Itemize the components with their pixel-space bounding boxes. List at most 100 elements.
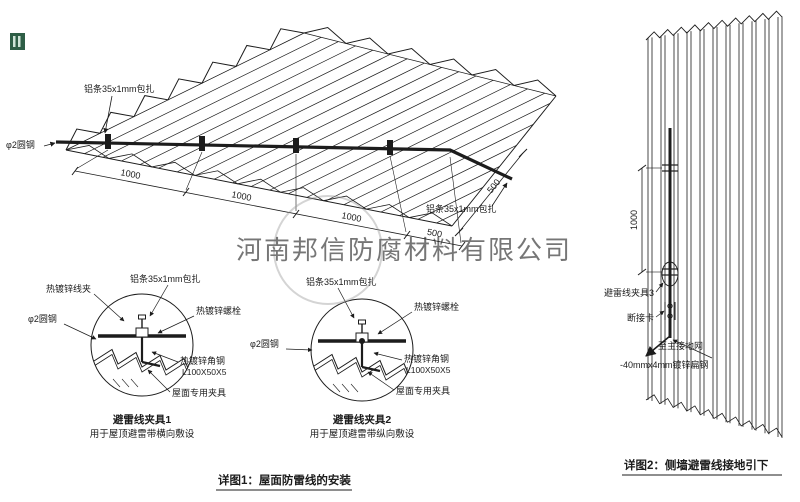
clamp-body [135, 327, 149, 338]
corrugation-ridge-line [335, 57, 556, 222]
roof-isometric-view: 1000 1000 1000 500 500 铝条35x1mm包扎 φ2圆钢 铝… [6, 27, 557, 251]
label-angle-steel: 热镀锌角钢 [404, 353, 449, 364]
dim-tick [518, 148, 528, 158]
stamp-background [10, 33, 25, 50]
wall-top-profile [645, 10, 783, 41]
label-binding: 铝条35x1mm包扎 [130, 273, 201, 284]
dim-extension [185, 151, 203, 191]
dim-tick [637, 268, 647, 276]
label-clamp3: 避雷线夹具3 [604, 287, 654, 298]
dim-baseline [74, 170, 463, 247]
sheet-profile [313, 358, 411, 384]
wire-clamp [387, 140, 393, 155]
corrugation-ridge-line [78, 33, 413, 170]
label-angle-steel: 热镀锌角钢 [180, 355, 225, 366]
roof-left-profile [65, 28, 305, 151]
detail1-usage: 用于屋顶避雷带横向敷设 [90, 428, 195, 440]
label-round-steel-red: φ2圆钢 [28, 313, 57, 324]
leader-line [43, 141, 56, 147]
roof-bottom-edge [65, 149, 453, 227]
fig1-caption: 详图1：屋面防雷线的安装 [218, 473, 351, 487]
hatch-line [112, 378, 121, 388]
roof-right-edge [451, 95, 557, 227]
stamp-mark [13, 36, 16, 47]
label-aluminum-binding-top: 铝条35x1mm包扎 [84, 83, 155, 94]
watermark-company-name: 河南邦信防腐材料有限公司 [236, 235, 572, 265]
corrugation-ridge-line [299, 49, 556, 215]
hatch-line [332, 383, 341, 393]
roof-bottom-profile [65, 144, 453, 227]
detail1-internals [93, 314, 191, 388]
dim-1000-wall: 1000 [629, 210, 639, 230]
label-aluminum-binding-right: 铝条35x1mm包扎 [426, 203, 497, 214]
dim-1000-a: 1000 [120, 167, 142, 181]
leader-line [655, 310, 665, 318]
leader-line [149, 284, 169, 317]
sheet-profile [93, 353, 191, 379]
hatch-line [350, 383, 359, 393]
bolt-head [358, 319, 366, 325]
leader-line [147, 369, 171, 393]
wire-clamp [199, 136, 205, 151]
angle-steel [141, 360, 161, 368]
rod-section-dot [359, 338, 365, 344]
corrugation-ridge-line [317, 53, 556, 218]
dim-extension [389, 155, 407, 233]
label-round-steel: φ2圆钢 [6, 139, 35, 150]
corrugation-ridge-line [280, 46, 556, 211]
leader-line [655, 282, 664, 293]
label-roof-clamp: 屋面专用夹具 [172, 387, 226, 398]
wire-clamp [293, 138, 299, 153]
leader-line [377, 311, 413, 335]
watermark: 河南邦信防腐材料有限公司 [236, 195, 572, 305]
sheet-profile [313, 353, 411, 379]
dim-baseline-right [458, 152, 524, 233]
leader-line [157, 315, 195, 334]
sheet-profile [93, 348, 191, 374]
corrugation-ridge-line [66, 33, 394, 166]
label-binding: 铝条35x1mm包扎 [306, 276, 377, 287]
leader-line [491, 182, 508, 207]
leader-line [672, 339, 713, 359]
dim-extension [75, 149, 109, 170]
label-disconnect: 断接卡 [627, 312, 654, 323]
clamp-callout-ellipse [661, 261, 679, 287]
angle-steel [361, 365, 381, 373]
detail-circle-2: 铝条35x1mm包扎 热镀锌螺栓 φ2圆钢 热镀锌角钢 L100X50X5 屋面… [250, 276, 459, 440]
leader-line [93, 293, 125, 322]
detail2-name: 避雷线夹具2 [332, 413, 391, 426]
wire-clamp [105, 134, 111, 149]
dim-tick [403, 230, 411, 240]
bolt-head [138, 314, 146, 320]
dim-1000-c: 1000 [341, 210, 363, 224]
roof-top-edge [303, 32, 557, 97]
label-wire-clip: 热镀锌线夹 [46, 283, 91, 294]
wall-downlead-view: 1000 避雷线夹具3 断接卡 至主接地网 -40mmx4mm镀锌扁钢 [604, 10, 783, 438]
to-ground-arrow [645, 335, 671, 357]
watermark-seal-circle [273, 195, 383, 305]
disconnect-bolt [667, 313, 673, 319]
disconnect-bolt [667, 303, 673, 309]
wall-sheet-edges [645, 10, 783, 438]
leader-line [151, 351, 179, 363]
detail-circle-outline [90, 293, 194, 397]
label-angle-spec: L100X50X5 [182, 367, 227, 377]
label-angle-spec: L100X50X5 [406, 365, 451, 375]
corrugation-ridge-line [390, 68, 556, 226]
dim-extension [449, 156, 462, 244]
detail2-usage: 用于屋顶避雷带纵向敷设 [310, 428, 415, 440]
leader-line [63, 323, 97, 340]
leader-line [373, 351, 403, 361]
dim-tick [292, 209, 300, 219]
leader-line [285, 347, 313, 353]
label-to-ground: 至主接地网 [658, 340, 703, 351]
label-roof-clamp: 屋面专用夹具 [396, 385, 450, 396]
dim-1000-b: 1000 [231, 189, 253, 203]
lightning-wire [55, 140, 513, 181]
leader-line [103, 95, 113, 134]
detail2-internals [313, 319, 411, 393]
dim-tick [458, 241, 466, 251]
hatch-line [130, 378, 139, 388]
corner-stamp-icon [10, 33, 25, 50]
